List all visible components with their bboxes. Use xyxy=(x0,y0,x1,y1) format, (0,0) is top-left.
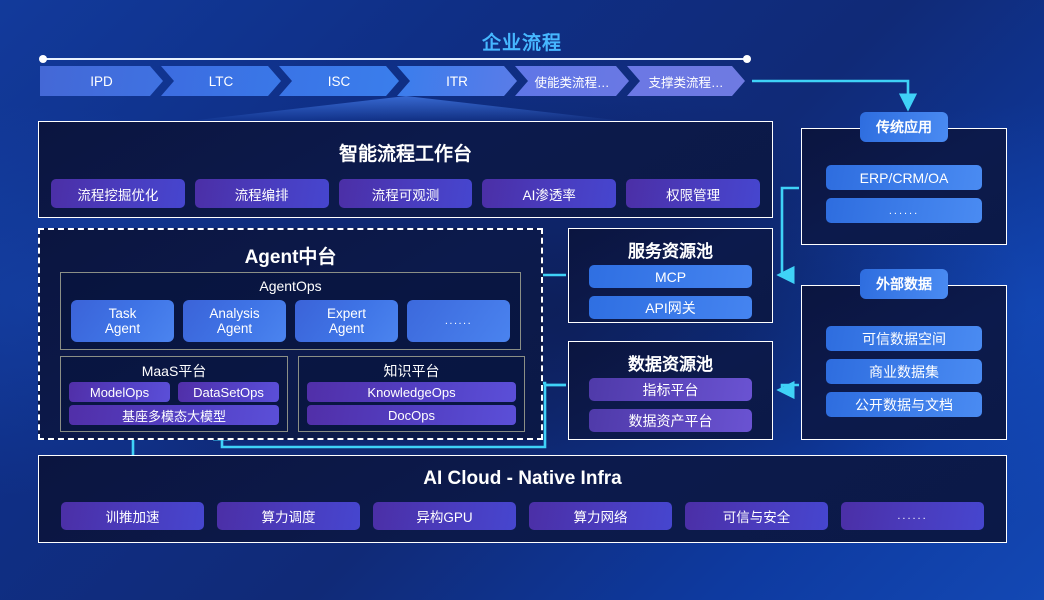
agent-card-task-line1: Task xyxy=(108,305,137,321)
maas-pill-base-multimodal-model[interactable]: 基座多模态大模型 xyxy=(69,405,279,425)
agent-card-expert-line2: Agent xyxy=(328,321,365,336)
ai-cloud-native-infra-panel: AI Cloud - Native Infra 训推加速 算力调度 异构GPU … xyxy=(38,455,1007,543)
enterprise-process-title: 企业流程 xyxy=(481,33,562,54)
traditional-apps-item-more[interactable]: ...... xyxy=(826,198,982,223)
knowledge-row-docops: DocOps xyxy=(307,405,516,425)
workbench-pill-permissions[interactable]: 权限管理 xyxy=(626,179,760,208)
maas-row-ops: ModelOps DataSetOps xyxy=(69,382,279,402)
agent-card-task[interactable]: Task Agent xyxy=(71,300,174,342)
agentops-title: AgentOps xyxy=(259,278,322,294)
infra-pill-compute-network[interactable]: 算力网络 xyxy=(529,502,672,530)
agent-card-analysis-line1: Analysis xyxy=(209,305,260,321)
data-pool-item-list: 指标平台 数据资产平台 xyxy=(589,378,752,432)
data-pool-item-metrics-platform[interactable]: 指标平台 xyxy=(589,378,752,401)
wire-pipeline-to-traditional xyxy=(752,79,918,112)
maas-pill-modelops[interactable]: ModelOps xyxy=(69,382,170,402)
infra-pill-trust-and-security[interactable]: 可信与安全 xyxy=(685,502,828,530)
maas-platform-title: MaaS平台 xyxy=(141,363,207,379)
data-resource-pool-panel: 数据资源池 指标平台 数据资产平台 xyxy=(568,341,773,440)
wire-traditional-to-service xyxy=(776,186,799,285)
agent-card-expert[interactable]: Expert Agent xyxy=(295,300,398,342)
process-stage-enabling[interactable]: 使能类流程… xyxy=(515,66,629,96)
agentops-card-list: Task Agent Analysis Agent Expert Agent .… xyxy=(71,300,510,342)
workbench-pill-observability[interactable]: 流程可观测 xyxy=(338,179,473,208)
knowledge-row-knowledgeops: KnowledgeOps xyxy=(307,382,516,402)
external-data-panel: 外部数据 可信数据空间 商业数据集 公开数据与文档 xyxy=(801,269,1007,440)
agent-card-expert-line1: Expert xyxy=(326,305,367,321)
service-pool-item-list: MCP API网关 xyxy=(589,265,752,319)
traditional-apps-panel: 传统应用 ERP/CRM/OA ...... xyxy=(801,112,1007,245)
agent-platform-panel: Agent中台 AgentOps Task Agent Analysis Age… xyxy=(38,228,543,440)
infra-pill-list: 训推加速 算力调度 异构GPU 算力网络 可信与安全 ...... xyxy=(61,502,984,530)
traditional-apps-item-erp-crm-oa[interactable]: ERP/CRM/OA xyxy=(826,165,982,190)
process-rail xyxy=(39,55,751,63)
data-pool-title: 数据资源池 xyxy=(628,355,713,374)
knowledge-platform-title: 知识平台 xyxy=(383,363,440,379)
data-pool-item-data-asset-platform[interactable]: 数据资产平台 xyxy=(589,409,752,432)
wire-external-to-data xyxy=(776,380,799,400)
external-data-item-commercial-dataset[interactable]: 商业数据集 xyxy=(826,359,982,384)
agent-platform-title: Agent中台 xyxy=(244,247,337,268)
traditional-apps-item-list: ERP/CRM/OA ...... xyxy=(826,165,982,223)
service-resource-pool-panel: 服务资源池 MCP API网关 xyxy=(568,228,773,323)
process-stage-supporting[interactable]: 支撑类流程… xyxy=(627,66,745,96)
agent-card-more[interactable]: ...... xyxy=(407,300,510,342)
infra-pill-training-inference-acceleration[interactable]: 训推加速 xyxy=(61,502,204,530)
traditional-apps-title: 传统应用 xyxy=(860,112,948,142)
process-to-workbench-glow xyxy=(180,96,632,122)
knowledge-pill-docops[interactable]: DocOps xyxy=(307,405,516,425)
smart-process-workbench-panel: 智能流程工作台 流程挖掘优化 流程编排 流程可观测 AI渗透率 权限管理 xyxy=(38,121,773,218)
agent-card-task-line2: Agent xyxy=(104,321,141,336)
agent-card-analysis[interactable]: Analysis Agent xyxy=(183,300,286,342)
workbench-title: 智能流程工作台 xyxy=(338,144,472,165)
knowledge-pill-knowledgeops[interactable]: KnowledgeOps xyxy=(307,382,516,402)
agent-card-more-label: ...... xyxy=(444,314,473,327)
maas-platform-box: MaaS平台 ModelOps DataSetOps 基座多模态大模型 xyxy=(60,356,288,432)
workbench-pill-list: 流程挖掘优化 流程编排 流程可观测 AI渗透率 权限管理 xyxy=(51,179,760,208)
workbench-pill-process-mining[interactable]: 流程挖掘优化 xyxy=(51,179,185,208)
workbench-pill-ai-penetration[interactable]: AI渗透率 xyxy=(482,179,617,208)
process-chevron-list: IPD LTC ISC ITR 使能类流程… 支撑类流程… xyxy=(40,66,743,96)
process-stage-itr[interactable]: ITR xyxy=(397,66,517,96)
agent-card-analysis-line2: Agent xyxy=(216,321,253,336)
agentops-box: AgentOps Task Agent Analysis Agent Exper… xyxy=(60,272,521,350)
external-data-item-trusted-space[interactable]: 可信数据空间 xyxy=(826,326,982,351)
knowledge-platform-box: 知识平台 KnowledgeOps DocOps xyxy=(298,356,525,432)
maas-row-base-model: 基座多模态大模型 xyxy=(69,405,279,425)
infra-title: AI Cloud - Native Infra xyxy=(423,468,622,489)
service-pool-item-api-gateway[interactable]: API网关 xyxy=(589,296,752,319)
service-pool-title: 服务资源池 xyxy=(628,242,713,261)
external-data-item-list: 可信数据空间 商业数据集 公开数据与文档 xyxy=(826,326,982,417)
workbench-pill-orchestration[interactable]: 流程编排 xyxy=(194,179,329,208)
infra-pill-more[interactable]: ...... xyxy=(841,502,984,530)
process-stage-isc[interactable]: ISC xyxy=(279,66,399,96)
external-data-item-public-docs[interactable]: 公开数据与文档 xyxy=(826,392,982,417)
infra-pill-heterogeneous-gpu[interactable]: 异构GPU xyxy=(373,502,516,530)
service-pool-item-mcp[interactable]: MCP xyxy=(589,265,752,288)
maas-pill-datasetops[interactable]: DataSetOps xyxy=(178,382,279,402)
process-stage-ipd[interactable]: IPD xyxy=(40,66,163,96)
process-stage-ltc[interactable]: LTC xyxy=(161,66,281,96)
external-data-title: 外部数据 xyxy=(860,269,948,299)
infra-pill-compute-scheduling[interactable]: 算力调度 xyxy=(217,502,360,530)
